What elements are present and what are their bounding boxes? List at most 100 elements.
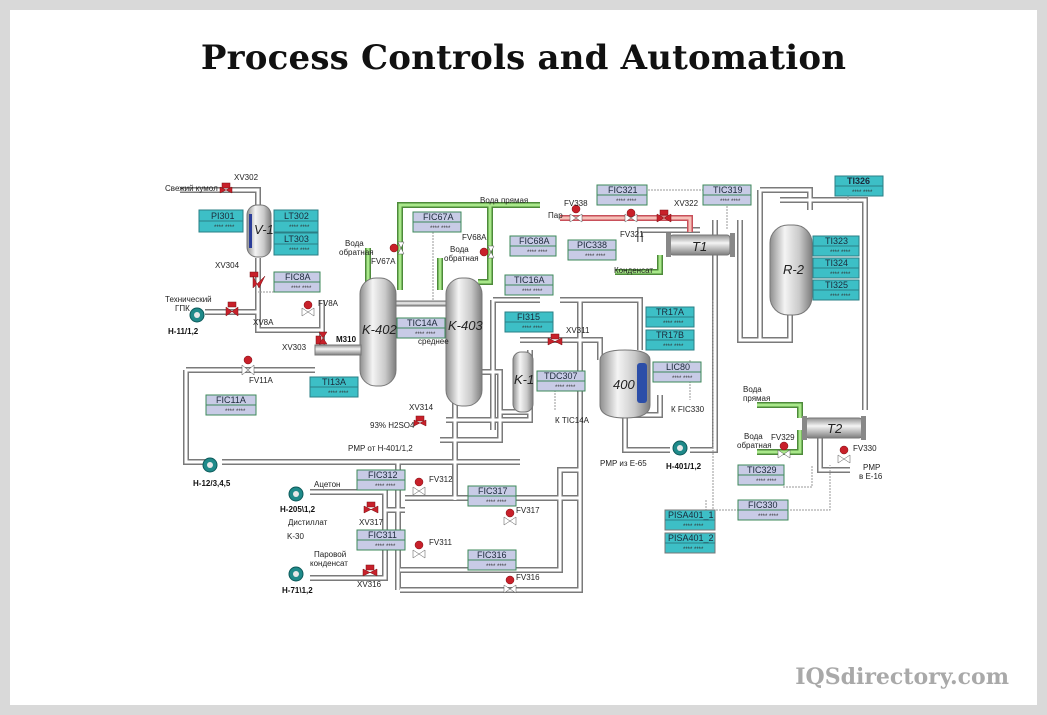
instrument-fic312[interactable]: FIC312**** ****: [356, 469, 406, 491]
pump-h11[interactable]: H-11/1,2: [168, 307, 205, 336]
svg-text:**** ****: **** ****: [663, 321, 684, 327]
svg-text:XV302: XV302: [234, 173, 259, 182]
valve-xv8a[interactable]: [225, 301, 239, 317]
svg-text:**** ****: **** ****: [672, 376, 693, 382]
valve-fv338[interactable]: [569, 204, 583, 223]
pump-h205[interactable]: H-205\1,2: [280, 486, 316, 514]
valve-xv317[interactable]: [363, 501, 379, 514]
svg-text:**** ****: **** ****: [555, 385, 576, 391]
svg-text:TI324: TI324: [825, 258, 848, 268]
page-title: Process Controls and Automation: [200, 38, 847, 78]
svg-text:**** ****: **** ****: [430, 226, 451, 232]
svg-text:TI13A: TI13A: [322, 377, 346, 387]
svg-text:FV338: FV338: [564, 199, 588, 208]
svg-text:FV8A: FV8A: [318, 299, 339, 308]
instrument-fic321[interactable]: FIC321**** ****: [596, 184, 648, 206]
valve-fv68a[interactable]: [479, 245, 495, 259]
pump-h401[interactable]: H-401/1,2: [666, 440, 702, 471]
valve-xv303[interactable]: [315, 331, 328, 345]
instrument-tic319[interactable]: TIC319**** ****: [702, 184, 752, 206]
svg-text:конденсат: конденсат: [310, 559, 348, 568]
instrument-tic329[interactable]: TIC329 **** ****: [737, 464, 785, 486]
valve-fv311[interactable]: [412, 540, 426, 559]
svg-text:К TIC14A: К TIC14A: [555, 416, 590, 425]
svg-text:LIC80: LIC80: [666, 362, 690, 372]
instrument-tic16a[interactable]: TIC16A**** ****: [504, 274, 554, 296]
svg-text:ГПК: ГПК: [175, 304, 190, 313]
svg-text:TR17A: TR17A: [656, 307, 684, 317]
valve-xv314[interactable]: [413, 415, 427, 427]
svg-text:M310: M310: [336, 335, 357, 344]
instrument-tr17a[interactable]: TR17A **** ****: [645, 306, 695, 328]
vessel-400: 400: [599, 349, 651, 419]
svg-text:Ацетон: Ацетон: [314, 480, 340, 489]
pump-h12[interactable]: H-12/3,4,5: [193, 457, 231, 488]
svg-text:**** ****: **** ****: [289, 248, 310, 254]
valve-xv311[interactable]: [547, 333, 563, 346]
valve-xv304[interactable]: [249, 271, 266, 289]
svg-text:**** ****: **** ****: [720, 199, 741, 205]
steam-pipe: [560, 215, 693, 232]
valve-fv330[interactable]: [837, 445, 851, 464]
instrument-ti326[interactable]: TI326**** ****: [834, 175, 884, 197]
instrument-pisa401-2[interactable]: PISA401_2**** ****: [664, 532, 716, 554]
svg-text:K-30: K-30: [287, 532, 304, 541]
svg-text:FIC67A: FIC67A: [423, 212, 454, 222]
svg-text:Вода: Вода: [345, 239, 364, 248]
svg-text:XV303: XV303: [282, 343, 307, 352]
valve-fv329[interactable]: [777, 441, 791, 459]
instrument-pic338[interactable]: PIC338**** ****: [567, 239, 617, 261]
valve-fv321[interactable]: [624, 208, 638, 223]
svg-text:**** ****: **** ****: [756, 479, 777, 485]
valve-xv316[interactable]: [362, 564, 378, 577]
instrument-ti324[interactable]: TI324**** ****: [812, 257, 860, 279]
instrument-tr17b[interactable]: TR17B**** ****: [645, 329, 695, 351]
svg-text:Вода: Вода: [744, 432, 763, 441]
svg-text:H-12/3,4,5: H-12/3,4,5: [193, 479, 231, 488]
svg-text:**** ****: **** ****: [527, 250, 548, 256]
instrument-fic68a[interactable]: FIC68A**** ****: [509, 235, 557, 257]
valve-xv322[interactable]: [656, 209, 672, 223]
svg-text:FV317: FV317: [516, 506, 540, 515]
instrument-tdc307[interactable]: TDC307**** ****: [536, 370, 586, 392]
instrument-fic317[interactable]: FIC317**** ****: [467, 485, 517, 507]
svg-text:**** ****: **** ****: [522, 289, 543, 295]
instrument-ti13a[interactable]: TI13A**** ****: [309, 376, 359, 398]
instrument-fic316[interactable]: FIC316**** ****: [467, 549, 517, 571]
instrument-pi301[interactable]: PI301**** ****: [198, 209, 244, 233]
valve-fv317[interactable]: [503, 508, 517, 526]
svg-text:FI315: FI315: [517, 312, 540, 322]
instrument-lt302[interactable]: LT302**** ****: [273, 209, 319, 233]
valve-xv302[interactable]: [219, 182, 233, 194]
valve-fv316[interactable]: [503, 575, 517, 594]
instrument-fic11a[interactable]: FIC11A**** ****: [205, 394, 257, 416]
instrument-lt303[interactable]: LT303 **** ****: [273, 232, 319, 256]
instrument-fic330[interactable]: FIC330**** ****: [737, 499, 789, 521]
svg-text:**** ****: **** ****: [291, 286, 312, 292]
svg-text:**** ****: **** ****: [683, 524, 704, 530]
instrument-pisa401-1[interactable]: PISA401_1**** ****: [664, 509, 716, 531]
svg-text:LT303: LT303: [284, 234, 309, 244]
instrument-fic311[interactable]: FIC311**** ****: [356, 529, 406, 551]
svg-text:обратная: обратная: [444, 254, 479, 263]
svg-text:XV304: XV304: [215, 261, 240, 270]
valve-fv8a[interactable]: [301, 300, 315, 317]
stream-labels: Свежий кумол Технический ГПК Вода обратн…: [165, 184, 883, 568]
instrument-lic80[interactable]: LIC80 **** ****: [652, 361, 702, 383]
svg-text:TIC329: TIC329: [747, 465, 777, 475]
svg-text:Вода прямая: Вода прямая: [480, 196, 528, 205]
svg-text:PMP от H-401/1,2: PMP от H-401/1,2: [348, 444, 413, 453]
valve-fv67a[interactable]: [389, 241, 405, 255]
svg-text:Паровой: Паровой: [314, 550, 346, 559]
instrument-fi315[interactable]: FI315**** ****: [504, 311, 554, 333]
svg-text:в E-16: в E-16: [859, 472, 883, 481]
pump-h71[interactable]: H-71\1,2: [282, 566, 313, 595]
instrument-ti325[interactable]: TI325**** ****: [812, 279, 860, 301]
instrument-ti323[interactable]: TI323**** ****: [812, 235, 860, 257]
svg-text:FV316: FV316: [516, 573, 540, 582]
instrument-fic67a[interactable]: FIC67A **** ****: [412, 211, 462, 233]
instrument-tic14a[interactable]: TIC14A**** ****: [396, 317, 446, 339]
instrument-fic8a[interactable]: FIC8A**** ****: [273, 271, 321, 293]
valve-fv11a[interactable]: [241, 355, 255, 376]
valve-fv312[interactable]: [412, 477, 426, 496]
